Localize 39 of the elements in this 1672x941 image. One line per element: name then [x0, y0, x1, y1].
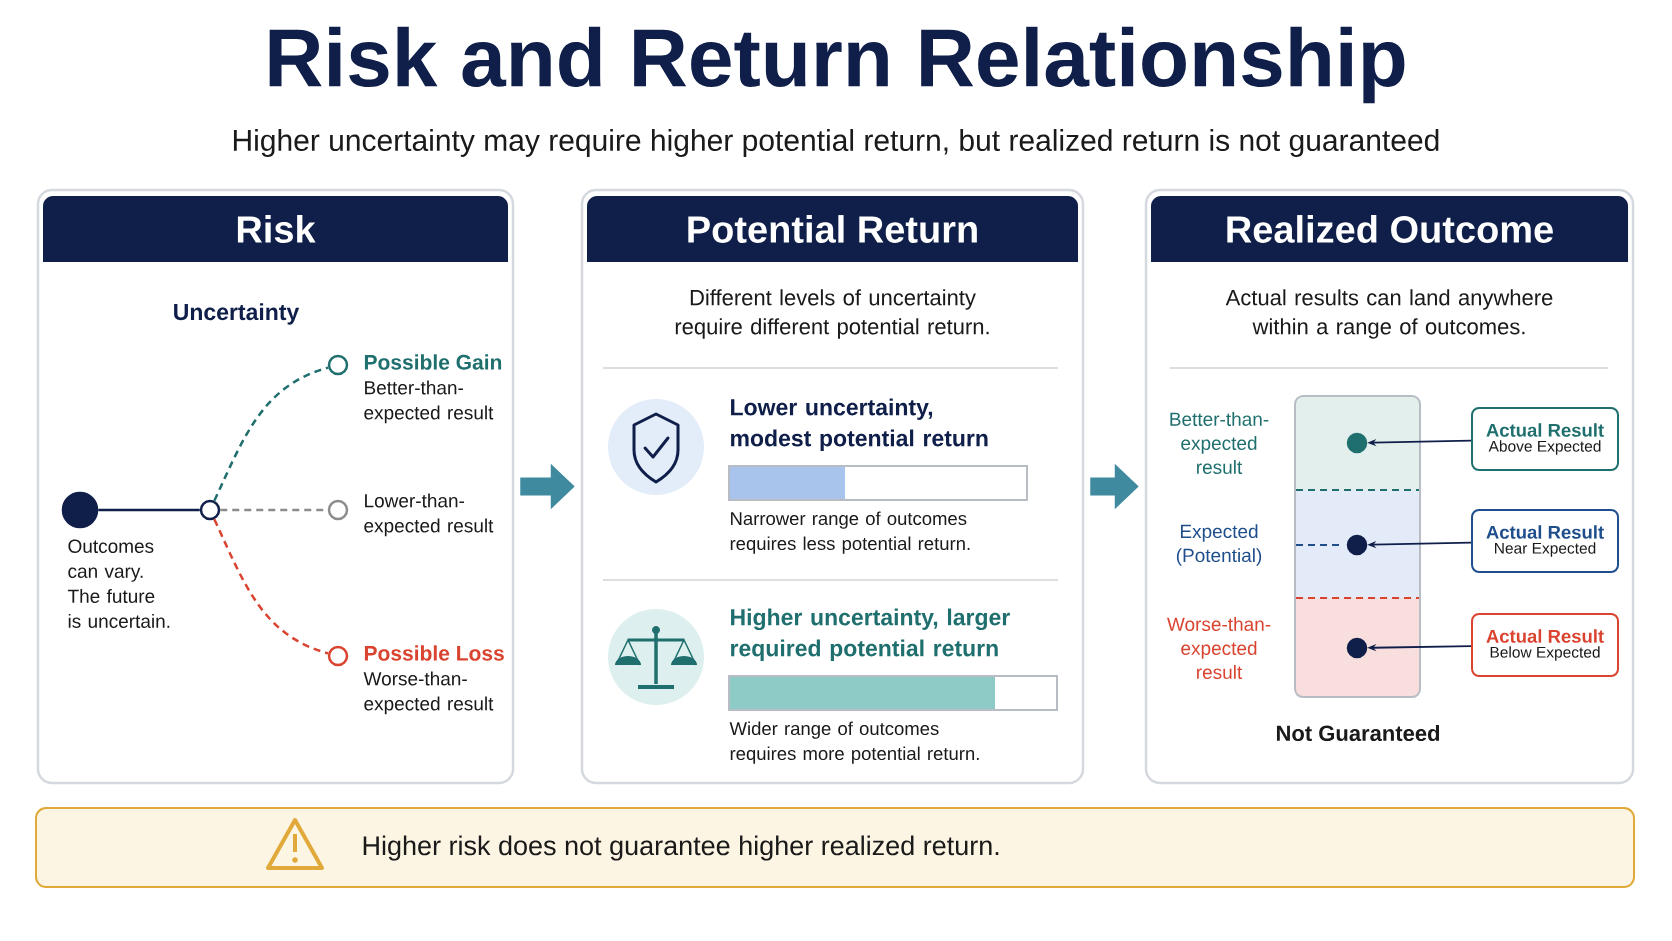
panel-heading: Risk	[43, 196, 508, 262]
outcome-label: Lower-than-expected result	[364, 493, 494, 537]
outcome-label: Better-than-expected result	[364, 380, 494, 424]
result-dot	[1346, 432, 1368, 454]
outcome-note: Outcomes can vary. The future is uncertain.	[67, 539, 170, 628]
outcome-point	[327, 499, 349, 521]
range-caption: Not Guaranteed	[1276, 724, 1440, 742]
option-description: Wider range of outcomes requires more potential return.	[729, 721, 979, 764]
outcome-point	[327, 645, 349, 667]
subtitle: Higher uncertainty may require higher potential return, but realized return is not guaranteed	[233, 129, 1439, 157]
outcome-label: Worse-than-expected result	[363, 671, 494, 715]
branch-line	[213, 518, 329, 655]
panel-description: Different levels of uncertainty require different potential return.	[675, 289, 989, 339]
section-heading: Uncertainty	[174, 303, 300, 325]
panel-heading: Potential Return	[587, 196, 1078, 262]
warning-banner: Higher risk does not guarantee higher realized return.	[35, 807, 1635, 888]
result-dot	[1346, 534, 1368, 556]
panel-description: Actual results can land anywhere within a range of outcomes.	[1225, 289, 1553, 339]
range-label: Worse-than-expected result	[1167, 617, 1271, 679]
outcome-heading: Possible Loss	[364, 645, 504, 661]
option-heading: Lower uncertainty, modest potential return	[731, 398, 988, 451]
outcome-heading: Possible Gain	[364, 354, 502, 370]
option-description: Narrower range of outcomes requires less potential return.	[730, 511, 970, 554]
branch-line	[98, 508, 200, 512]
range-label: Expected (Potential)	[1176, 524, 1262, 566]
result-callout: Actual Result Near Expected	[1471, 509, 1619, 573]
result-callout: Actual Result Above Expected	[1471, 407, 1619, 471]
range-label: Better-than-expected result	[1170, 412, 1269, 474]
title: Risk and Return Relationship	[269, 26, 1405, 104]
branch-line	[213, 366, 329, 502]
start-dot	[61, 491, 99, 529]
option-heading: Higher uncertainty, larger required potential return	[731, 608, 1010, 661]
outcome-point	[327, 354, 349, 376]
result-dot	[1346, 637, 1368, 659]
range-bar	[1294, 395, 1421, 698]
panel-heading: Realized Outcome	[1151, 196, 1628, 262]
panel	[36, 188, 515, 785]
branch-point	[199, 499, 221, 521]
result-callout: Actual Result Below Expected	[1471, 613, 1619, 677]
